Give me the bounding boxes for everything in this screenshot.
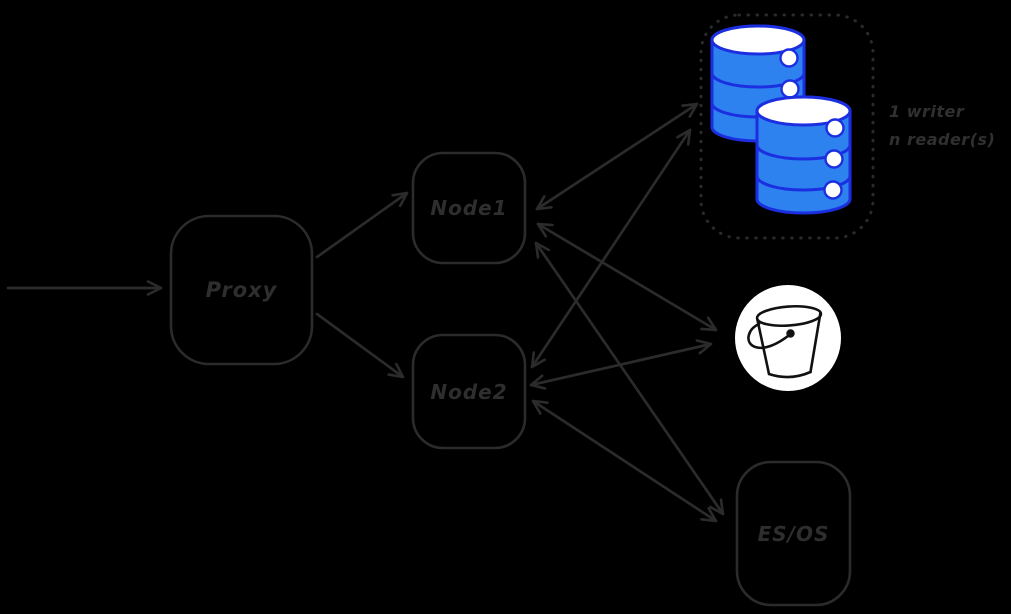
bucket-circle-background	[735, 285, 841, 391]
db-cluster-caption: 1 writer n reader(s)	[889, 98, 1011, 154]
node1-box	[411, 151, 527, 265]
es-os-box	[735, 460, 852, 607]
bucket-icon	[735, 285, 841, 391]
db-caption-line1: 1 writer	[889, 102, 965, 121]
db-caption-line2: n reader(s)	[889, 130, 996, 149]
arrow-node2-es	[531, 399, 718, 523]
bucket-handle-pivot	[786, 329, 795, 338]
database-cylinders-icon	[710, 24, 852, 215]
arrow-node2-db	[530, 128, 692, 369]
proxy-box	[169, 214, 314, 366]
arrow-node1-bucket	[536, 222, 718, 332]
db-cylinder-front-icon	[755, 95, 852, 215]
arrow-proxy-to-node2	[315, 312, 405, 379]
arrow-proxy-to-node1	[315, 191, 409, 259]
node2-box	[411, 333, 527, 450]
